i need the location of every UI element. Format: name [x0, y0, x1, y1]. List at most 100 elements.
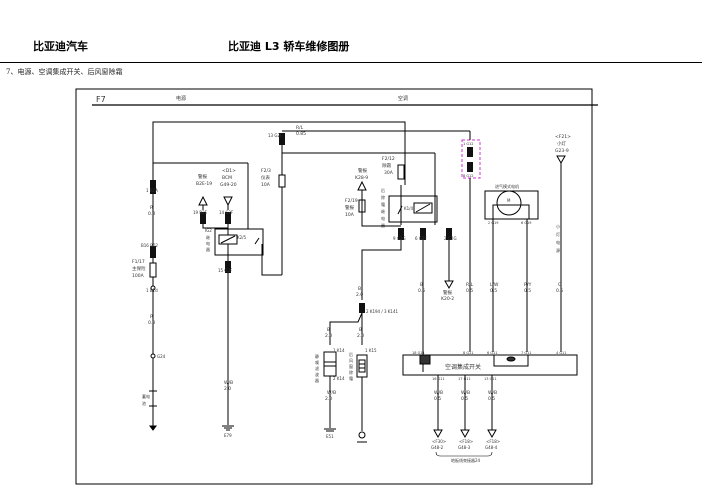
- relay-label: K1/4: [404, 206, 414, 211]
- connector-block: [279, 133, 285, 145]
- connector-label: 8 G12: [463, 174, 474, 178]
- component-label: 后: [349, 351, 353, 357]
- connector-label: 13 G11: [484, 377, 497, 381]
- wire-label: 2.0: [325, 396, 332, 402]
- ref-label: G48-4: [485, 445, 498, 450]
- wire-label: W/B: [434, 390, 443, 396]
- relay-label: 继: [206, 234, 210, 240]
- wire-label: R/Y: [524, 282, 532, 288]
- ref-label: 小灯: [557, 140, 566, 147]
- component-label: 霜: [349, 375, 353, 381]
- connector-label: 19 B2E: [193, 210, 208, 215]
- connector-label: 2 K14: [333, 376, 345, 381]
- ref-label: G49-20: [220, 182, 237, 188]
- connector-label: 1 B2A: [146, 188, 158, 193]
- connector-block: [359, 303, 365, 313]
- fuse-label: F2/12: [382, 156, 395, 162]
- diagram-frame: [75, 88, 593, 485]
- ref-label: 警报: [358, 167, 367, 174]
- ground-terminal: [358, 431, 366, 439]
- ig2-relay-box: [214, 228, 264, 256]
- fuse-label: 仪表: [261, 174, 270, 181]
- component-label: 滤: [315, 365, 319, 371]
- wire-label: B: [359, 327, 362, 333]
- connector-label: 14 G2F: [219, 210, 234, 215]
- defrost-fuse: [397, 164, 405, 180]
- wire-label: 0.8: [148, 320, 155, 326]
- battery-label: 蓄电: [142, 393, 150, 399]
- connector-block: [225, 261, 231, 273]
- fuse-label: 主保险: [132, 265, 146, 272]
- ac-icon: [419, 354, 431, 365]
- battery-label: 池: [142, 400, 146, 406]
- wire: [261, 244, 282, 276]
- connector-label: 2 K194 / 3 K141: [366, 309, 398, 314]
- connector-label: 2 G2G: [444, 236, 457, 241]
- ref-arrow-down: [223, 196, 233, 207]
- component-label: 静: [315, 353, 319, 359]
- connector-label: 13 G2F: [268, 133, 283, 138]
- connector-label: B16 B02: [141, 243, 158, 248]
- ref-arrow-down: [444, 280, 454, 290]
- zone-ac: 空调: [398, 95, 408, 102]
- relay-label: 除: [381, 194, 385, 200]
- connector-label: 6 G2F: [415, 236, 427, 241]
- component-label: 窗: [349, 363, 353, 369]
- connector-block: [446, 228, 452, 240]
- wire-label: R/L: [466, 282, 474, 288]
- wire-label: 0.5: [418, 288, 425, 294]
- connector-label: 6 G11: [487, 351, 498, 355]
- ref-label: <F18>: [486, 439, 500, 444]
- ref-arrow-down: [460, 429, 470, 439]
- connector-label: 6 G19: [521, 221, 532, 225]
- section-title: 7、电源、空调集成开关、后风窗除霜: [6, 68, 123, 76]
- mode-icon: [506, 356, 516, 362]
- component-label: 波: [315, 371, 319, 377]
- wire-label: 0.5: [466, 288, 473, 294]
- component-label: 噪: [315, 360, 319, 365]
- ref-arrow-up: [198, 195, 208, 206]
- wire: [329, 312, 363, 345]
- wire-label: W/B: [461, 390, 470, 396]
- connector-label: 1 K14: [333, 348, 345, 353]
- connector-block: [467, 147, 473, 157]
- fuse-label: F2/3: [261, 168, 271, 174]
- manual-title: 比亚迪 L3 轿车维修图册: [228, 40, 350, 53]
- component-label: 小: [556, 223, 560, 229]
- zone-power: 电源: [176, 95, 186, 102]
- wire-label: W/B: [488, 390, 497, 396]
- ac-switch-label: 空调集成开关: [445, 363, 481, 371]
- motor-symbol: M: [507, 198, 511, 203]
- ref-arrow-down: [433, 429, 443, 439]
- ref-label: <D1>: [222, 168, 236, 174]
- relay-switch: [397, 205, 403, 215]
- connector-label: 18 G11: [412, 351, 425, 355]
- ref-arrow-down: [556, 155, 566, 165]
- connector-label: 1 G12: [463, 142, 474, 146]
- relay-label: 电: [381, 215, 385, 221]
- ref-label: G23-9: [555, 148, 569, 154]
- component-label: 电: [556, 239, 560, 245]
- wire: [202, 224, 228, 229]
- page-code: F7: [96, 95, 106, 104]
- wire-label: W/B: [224, 380, 233, 386]
- ref-label: <F30>: [432, 439, 446, 444]
- motor-label: 进气模式电机: [495, 183, 519, 189]
- component-label: 除: [349, 369, 353, 375]
- wire-label: 0.5: [490, 288, 497, 294]
- connector-label: 1 B1d: [146, 288, 158, 293]
- wire-label: 2.0: [224, 386, 231, 392]
- wire-label: 0.5: [556, 288, 563, 294]
- component-label: 源: [556, 247, 560, 253]
- ref-label: G48-3: [458, 445, 471, 450]
- ac-switch-box: [402, 354, 578, 376]
- bundle-label: 地板线束接器24: [451, 457, 481, 463]
- fuse-label: F1/17: [132, 259, 145, 265]
- wire-label: 2.0: [357, 333, 364, 339]
- connector-block: [420, 228, 426, 240]
- ref-label: G48-2: [431, 445, 444, 450]
- wire: [361, 240, 402, 300]
- ground-label: E79: [224, 433, 232, 438]
- fuse-label: 100A: [132, 273, 145, 279]
- motor-icon: [496, 190, 522, 216]
